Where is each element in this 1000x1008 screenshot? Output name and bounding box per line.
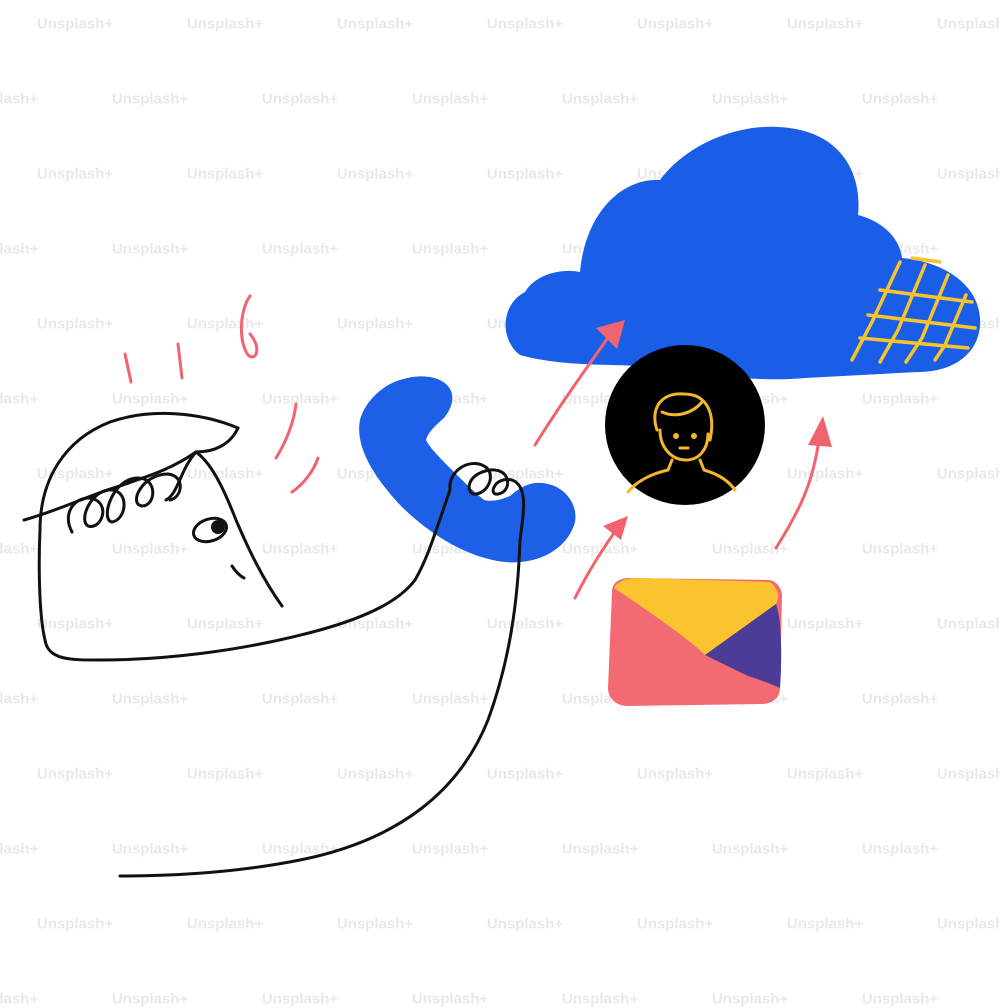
envelope-icon [608, 578, 782, 706]
person-icon [605, 345, 765, 505]
phone-handset-icon [359, 376, 576, 563]
cloud-grid [850, 256, 977, 364]
character-figure [22, 411, 526, 878]
cloud-icon [505, 126, 981, 380]
